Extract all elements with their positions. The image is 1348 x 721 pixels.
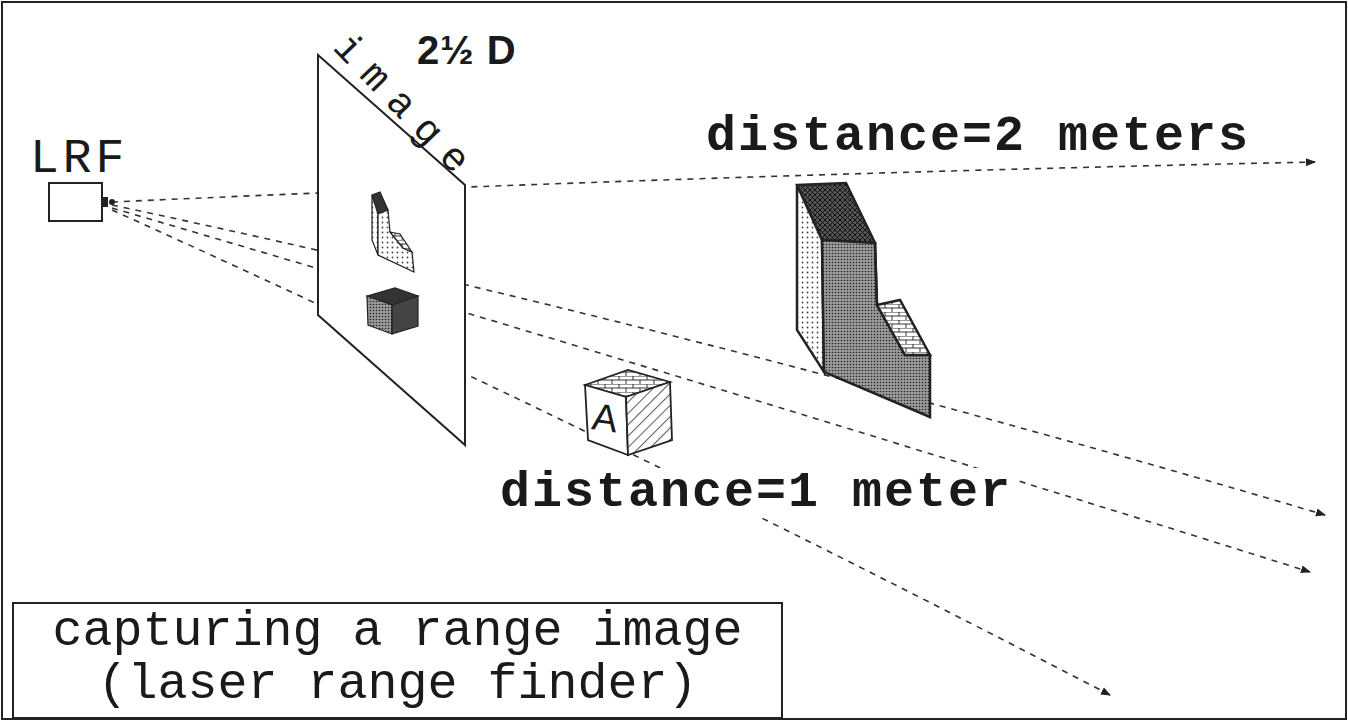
caption-box: capturing a range image (laser range fin… — [12, 602, 783, 719]
cube-letter: A — [588, 397, 622, 439]
ray — [112, 162, 1315, 202]
small-l-block — [372, 192, 414, 272]
distance-label: distance=2 meters — [704, 112, 1252, 162]
small-cube — [367, 288, 418, 334]
device-label: LRF — [30, 134, 128, 184]
letter-cube — [585, 370, 672, 455]
ray — [112, 208, 1310, 572]
lens — [103, 197, 115, 207]
dimension-label: 2½ D — [415, 30, 519, 70]
caption-text: capturing a range image (laser range fin… — [14, 604, 781, 713]
distance-label: distance=1 meter — [498, 468, 1014, 518]
l-block — [797, 183, 930, 417]
laser-range-finder: LRF — [48, 182, 103, 222]
